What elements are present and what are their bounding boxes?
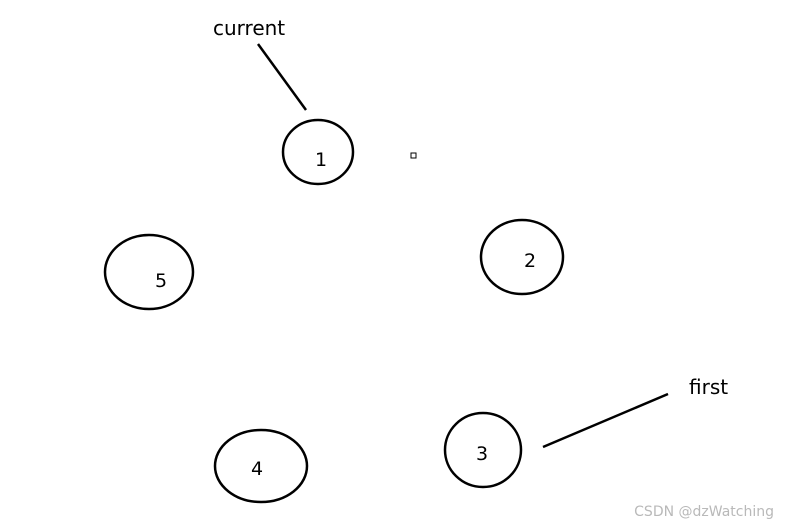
node-2-circle xyxy=(479,218,565,296)
node-3-circle xyxy=(443,411,523,489)
node-4-circle xyxy=(213,428,309,504)
watermark: CSDN @dzWatching xyxy=(634,504,774,520)
node-5: 5 xyxy=(103,233,195,311)
node-3-label: 3 xyxy=(476,443,488,465)
node-5-label: 5 xyxy=(155,270,167,292)
node-2-label: 2 xyxy=(524,250,536,272)
small-square-marker xyxy=(410,152,417,159)
node-1-label: 1 xyxy=(315,149,327,171)
node-1-circle xyxy=(281,118,355,186)
pointer-current-line xyxy=(256,43,308,111)
node-4: 4 xyxy=(213,428,309,504)
node-5-circle xyxy=(103,233,195,311)
node-2: 2 xyxy=(479,218,565,296)
pointer-first-label: first xyxy=(689,375,728,399)
pointer-first: first xyxy=(542,375,728,449)
node-4-label: 4 xyxy=(251,458,263,480)
pointer-current-label: current xyxy=(213,16,285,40)
pointer-current: current xyxy=(213,16,308,111)
node-3: 3 xyxy=(443,411,523,489)
node-1: 1 xyxy=(281,118,355,186)
pointer-first-line xyxy=(542,392,669,449)
